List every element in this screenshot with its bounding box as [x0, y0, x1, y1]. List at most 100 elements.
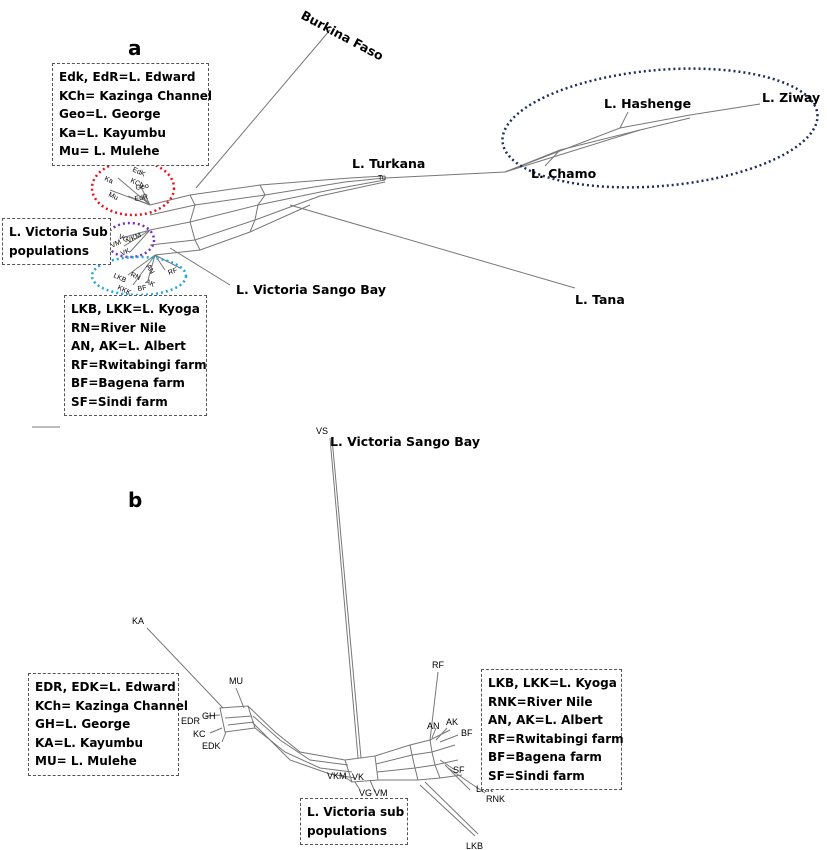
- legend-line: KA=L. Kayumbu: [35, 735, 144, 750]
- edge-sf: [439, 759, 456, 771]
- edge-hashenge: [619, 111, 629, 129]
- legend-line: GH=L. George: [35, 717, 131, 731]
- panel-b-group-box: L. Victoria sub populations: [300, 798, 408, 845]
- legend-line: LKB, LKK=L. Kyoga: [71, 302, 200, 316]
- label-vk-b: VK: [352, 772, 364, 782]
- edge-vs: [329, 437, 359, 759]
- label-mu: Mu: [107, 191, 119, 201]
- right-band-2: [375, 744, 456, 765]
- label-mu-b: MU: [229, 676, 243, 686]
- stubs-violet: [121, 229, 151, 253]
- left-stubs: [204, 714, 227, 743]
- legend-line: KCh= Kazinga Channel: [35, 698, 189, 713]
- edge-eth-fan-2: [504, 117, 691, 173]
- left-band-3: [254, 727, 353, 773]
- edge-tana: [289, 204, 576, 289]
- label-chamo: L. Chamo: [531, 166, 597, 181]
- label-kc-b: KC: [193, 729, 206, 739]
- edge-lkb-2: [424, 781, 479, 835]
- right-band-1: [374, 729, 451, 757]
- panel-a-legend-bottom: LKB, LKK=L. Kyoga RN=River Nile AN, AK=L…: [64, 295, 207, 416]
- label-geo: Geo: [135, 183, 149, 192]
- edge-eth-fan-1: [504, 114, 691, 173]
- group-line: populations: [307, 823, 387, 838]
- label-rf-b: RF: [432, 660, 444, 670]
- edge-lkb: [419, 784, 476, 837]
- label-ak-b: AK: [446, 717, 458, 727]
- legend-line: AN, AK=L. Albert: [488, 713, 603, 727]
- label-edr: EdR: [134, 194, 149, 203]
- legend-line: SF=Sindi farm: [71, 394, 168, 409]
- stubs-red: [109, 177, 151, 206]
- label-edk: EdK: [131, 166, 146, 178]
- label-ka: Ka: [103, 175, 114, 185]
- label-turkana: L. Turkana: [352, 156, 425, 171]
- label-sf-b: SF: [453, 765, 465, 775]
- edge-ka: [146, 627, 224, 709]
- core-band-4: [149, 181, 386, 246]
- panel-b-legend-right: LKB, LKK=L. Kyoga RNK=River Nile AN, AK=…: [481, 669, 624, 790]
- label-burkina-faso: Burkina Faso: [299, 7, 387, 63]
- legend-line: RF=Rwitabingi farm: [71, 357, 207, 372]
- panel-b-network: [146, 437, 486, 837]
- label-sango-bay-b: L. Victoria Sango Bay: [330, 434, 480, 449]
- cyan-cluster-ellipse: [90, 255, 188, 297]
- core-band-5: [154, 204, 311, 256]
- panel-a-group-box: L. Victoria Sub populations: [2, 218, 111, 265]
- label-vkm: VKM: [126, 232, 143, 245]
- right-rungs: [409, 739, 441, 781]
- ethiopian-cluster-ellipse: [501, 67, 819, 189]
- label-vs: VS: [316, 426, 328, 436]
- stubs-cyan: [127, 254, 181, 286]
- left-band-1: [247, 705, 346, 761]
- group-line: L. Victoria sub: [307, 805, 405, 819]
- panel-b-labels: VS KA MU EDR GH KC EDK RF AN AK BF SF LK…: [132, 426, 505, 850]
- panel-b-legend-left: EDR, EDK=L. Edward KCh= Kazinga Channel …: [28, 673, 189, 776]
- label-vg: VG: [117, 233, 129, 244]
- edge-rnk: [447, 767, 486, 794]
- edge-burkina: [195, 29, 331, 189]
- legend-line: BF=Bagena farm: [71, 376, 185, 390]
- legend-line: EDR, EDK=L. Edward: [35, 680, 176, 694]
- label-vg-b: VG: [359, 788, 372, 798]
- label-sango-bay-a: L. Victoria Sango Bay: [236, 282, 386, 297]
- panel-a-cluster-labels: EdK KCh Ka Geo Mu EdR VG VM VKM VK AN RF…: [103, 166, 178, 296]
- label-gh-b: GH: [202, 711, 216, 721]
- core-rungs: [189, 184, 266, 251]
- panel-a-legend-top: Edk, EdR=L. Edward KCh= Kazinga Channel …: [52, 63, 212, 166]
- legend-line: MU= L. Mulehe: [35, 754, 137, 768]
- legend-line: RNK=River Nile: [488, 694, 593, 709]
- label-vm-b: VM: [374, 788, 388, 798]
- label-lkb: LKB: [112, 272, 127, 284]
- center-stubs: [341, 774, 376, 793]
- label-ziway: L. Ziway: [762, 90, 820, 105]
- label-ka-b: KA: [132, 616, 144, 626]
- right-band-4: [378, 774, 463, 781]
- legend-line: SF=Sindi farm: [488, 768, 585, 783]
- legend-line: LKB, LKK=L. Kyoga: [488, 676, 617, 690]
- left-box-2: [224, 715, 255, 726]
- label-bf: BF: [137, 285, 147, 293]
- group-line: populations: [9, 243, 89, 258]
- left-band-4: [251, 721, 356, 779]
- core-band-1: [149, 175, 386, 206]
- label-tu: Tu: [378, 175, 386, 182]
- label-lkb-b: LKB: [466, 841, 483, 850]
- panel-a-network: [32, 29, 761, 428]
- edge-vs-2: [331, 437, 362, 759]
- edge-turkana: [384, 171, 506, 179]
- label-rnk-b: RNK: [486, 794, 505, 804]
- edge-rf: [429, 671, 439, 741]
- legend-line: AN, AK=L. Albert: [71, 339, 186, 353]
- label-rf: RF: [167, 267, 178, 277]
- edge-an: [431, 727, 459, 743]
- label-edk-b: EDK: [202, 741, 221, 751]
- label-tana: L. Tana: [575, 292, 625, 307]
- legend-line: RF=Rwitabingi farm: [488, 731, 624, 746]
- label-vkm-b: VKM: [327, 771, 347, 781]
- edge-chamo: [544, 149, 561, 167]
- left-box: [219, 705, 256, 733]
- legend-line: BF=Bagena farm: [488, 750, 602, 764]
- edge-sango: [169, 247, 231, 286]
- purple-cluster-ellipse: [104, 221, 156, 259]
